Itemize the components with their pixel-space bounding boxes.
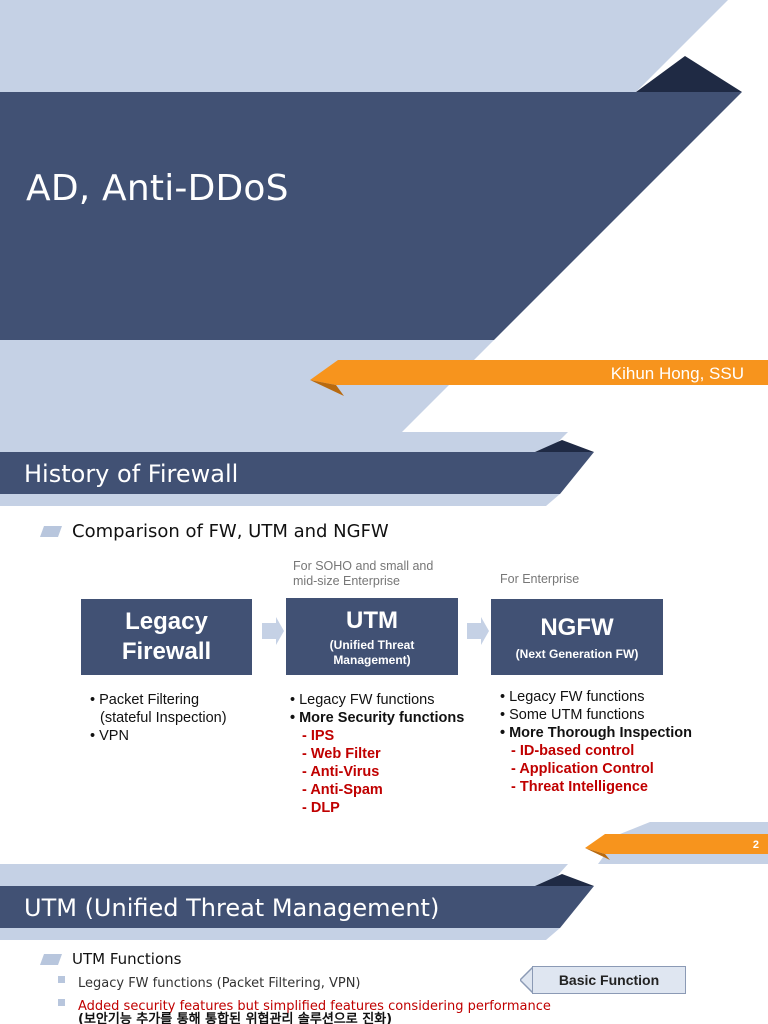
feature-item: - Anti-Virus (302, 764, 380, 780)
header-light-band-bottom (0, 928, 560, 940)
header-light-band (0, 432, 568, 452)
ngfw-target-note: For Enterprise (500, 572, 580, 586)
footer-orange-shadow (585, 848, 610, 860)
list-item: Legacy FW functions (Packet Filtering, V… (78, 976, 361, 991)
slide2-header-shapes (0, 432, 768, 864)
header-dark-accent (535, 874, 594, 886)
list-item: • VPN (90, 728, 129, 744)
utm-box: UTM (Unified Threat Management) (286, 598, 458, 675)
utm-feature-list: • Legacy FW functions • More Security fu… (290, 691, 464, 817)
list-item: • More Security functions (290, 710, 465, 726)
item-bullet-icon (58, 976, 65, 983)
utm-note-line1: For SOHO and small and (293, 559, 434, 573)
feature-item: - Application Control (511, 761, 654, 777)
basic-function-label: Basic Function (532, 966, 686, 994)
ngfw-box-subtitle: (Next Generation FW) (515, 646, 639, 661)
ngfw-box: NGFW (Next Generation FW) (491, 599, 663, 675)
list-item: • Some UTM functions (500, 707, 645, 723)
item-bullet-icon (58, 999, 65, 1006)
utm-box-sub2: Management) (333, 652, 411, 667)
legacy-box-line1: Legacy (125, 608, 208, 635)
feature-item: - IPS (302, 728, 335, 744)
light-band-bottom (0, 340, 494, 432)
utm-note-line2: mid-size Enterprise (293, 574, 400, 588)
feature-item: - Anti-Spam (302, 782, 383, 798)
list-item-korean: (보안기능 추가를 통해 통합된 위협관리 솔루션으로 진화) (78, 1012, 393, 1024)
header-light-band-bottom (0, 494, 560, 506)
dark-accent-top (636, 56, 742, 92)
utm-target-note: For SOHO and small and mid-size Enterpri… (293, 559, 433, 589)
legacy-box-line2: Firewall (121, 638, 212, 665)
slide-title: AD, Anti-DDoS (26, 168, 289, 209)
list-item: • Packet Filtering (90, 692, 200, 708)
header-light-band (0, 864, 568, 886)
subtitle: UTM Functions (72, 950, 182, 968)
list-item: • Legacy FW functions (290, 692, 435, 708)
arrow-legacy-to-utm-icon (262, 617, 284, 645)
slide3-header-shapes (0, 864, 594, 940)
footer-orange-band (585, 834, 768, 854)
list-item: • More Thorough Inspection (500, 725, 692, 741)
list-item: • Legacy FW functions (500, 689, 645, 705)
section-title: History of Firewall (24, 460, 239, 488)
ngfw-box-title: NGFW (540, 613, 614, 641)
light-band-top (0, 0, 728, 92)
subtitle: Comparison of FW, UTM and NGFW (72, 521, 389, 542)
feature-item: - Threat Intelligence (511, 779, 648, 795)
title-slide: AD, Anti-DDoS Kihun Hong, SSU (0, 0, 768, 432)
utm-slide: UTM (Unified Threat Management) UTM Func… (0, 864, 768, 1024)
ngfw-feature-list: • Legacy FW functions • Some UTM functio… (500, 688, 692, 796)
list-item: (stateful Inspection) (100, 710, 227, 726)
feature-item: - DLP (302, 800, 340, 816)
header-dark-accent (535, 440, 594, 452)
orange-shadow (310, 380, 344, 396)
feature-item: - Web Filter (302, 746, 381, 762)
list-item: Added security features but simplified f… (78, 999, 551, 1014)
title-slide-background (0, 0, 768, 432)
utm-box-title: UTM (346, 606, 398, 634)
orange-author-band (310, 360, 768, 385)
feature-item: - ID-based control (511, 743, 635, 759)
legacy-firewall-box: Legacy Firewall (81, 599, 252, 675)
firewall-history-slide: History of Firewall Comparison of FW, UT… (0, 432, 768, 864)
utm-box-sub1: (Unified Threat (329, 637, 415, 652)
arrow-utm-to-ngfw-icon (467, 617, 489, 645)
page-number: 2 (752, 839, 759, 851)
header-band (0, 886, 594, 928)
author-label: Kihun Hong, SSU (610, 364, 744, 383)
legacy-feature-list: • Packet Filtering (stateful Inspection)… (90, 691, 227, 745)
section-title: UTM (Unified Threat Management) (24, 894, 440, 922)
utm-box-subtitle: (Unified Threat Management) (330, 638, 415, 668)
title-band (0, 92, 742, 340)
header-band (0, 452, 594, 494)
